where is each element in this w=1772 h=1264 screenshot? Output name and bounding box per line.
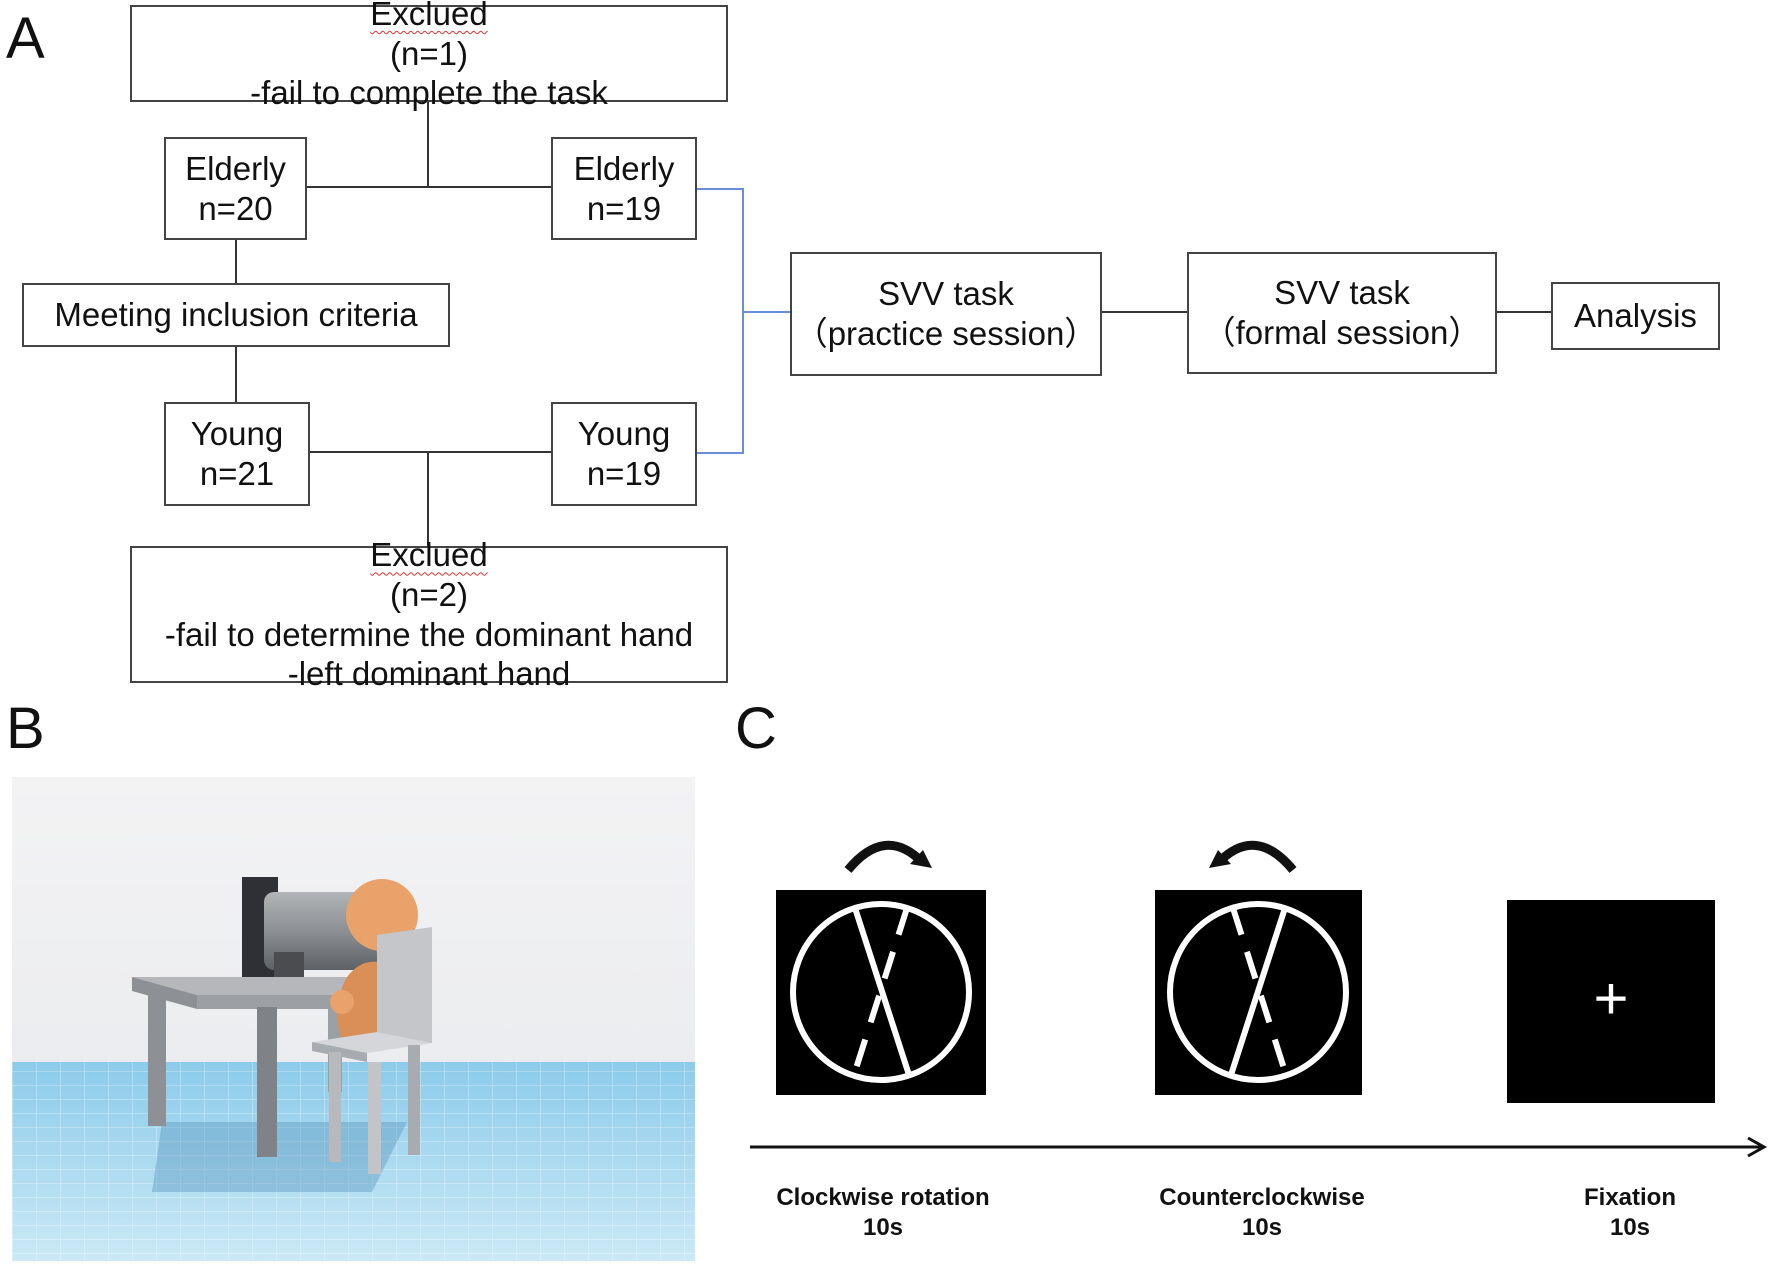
caption-fixation: Fixation 10s — [1500, 1183, 1760, 1243]
young-final-box: Young n=19 — [551, 402, 697, 506]
excluded-bottom-box: Exclued(n=2) -fail to determine the domi… — [130, 536, 728, 692]
elderly-final-n: n=19 — [586, 189, 662, 227]
analysis-box: Analysis — [1551, 282, 1720, 350]
svv-formal-title: SVV task — [1274, 274, 1410, 312]
caption-counterclockwise-label: Counterclockwise — [1159, 1184, 1365, 1211]
panel-label-a: A — [6, 6, 45, 71]
caption-clockwise-label: Clockwise rotation — [776, 1184, 990, 1211]
counterclockwise-arrow-icon — [1209, 841, 1297, 873]
fixation-cross: + — [1593, 965, 1628, 1032]
elderly-final-box: Elderly n=19 — [551, 137, 697, 240]
stimulus-clockwise — [776, 890, 986, 1095]
svv-practice-sub: （practice session） — [794, 315, 1098, 352]
excluded-bottom-count: (n=2) — [390, 575, 468, 613]
elderly-initial-n: n=20 — [198, 189, 273, 227]
excluded-bottom-reason-1: -fail to determine the dominant hand — [164, 615, 694, 653]
panel-label-b: B — [6, 696, 45, 761]
caption-fixation-label: Fixation — [1583, 1184, 1676, 1211]
elderly-initial-group: Elderly — [185, 149, 286, 187]
svv-formal-box: SVV task （formal session） — [1187, 252, 1497, 374]
svv-practice-box: SVV task （practice session） — [790, 252, 1102, 376]
elderly-final-group: Elderly — [573, 149, 675, 187]
young-final-group: Young — [577, 415, 671, 453]
inclusion-criteria-label: Meeting inclusion criteria — [54, 296, 418, 334]
excluded-bottom-heading: Exclued — [370, 536, 488, 574]
elderly-initial-box: Elderly n=20 — [164, 137, 307, 240]
young-initial-group: Young — [190, 415, 284, 453]
stimulus-timeline: + — [750, 841, 1768, 1158]
caption-clockwise-duration: 10s — [862, 1214, 904, 1241]
panel-label-c: C — [735, 696, 777, 761]
excluded-top-heading: Exclued — [370, 0, 488, 33]
analysis-label: Analysis — [1574, 297, 1697, 335]
excluded-top-reason: -fail to complete the task — [250, 74, 608, 112]
svv-practice-title: SVV task — [878, 275, 1014, 313]
clockwise-arrow-icon — [844, 841, 932, 873]
caption-fixation-duration: 10s — [1609, 1214, 1651, 1241]
inclusion-criteria-box: Meeting inclusion criteria — [22, 283, 450, 347]
stimulus-fixation: + — [1507, 900, 1715, 1103]
young-initial-n: n=21 — [199, 455, 275, 492]
young-initial-box: Young n=21 — [164, 402, 310, 506]
svv-formal-sub: （formal session） — [1202, 314, 1482, 351]
time-axis-arrow — [750, 1136, 1768, 1158]
experiment-setup-illustration — [12, 777, 695, 1261]
flowchart-connectors — [235, 102, 1551, 546]
caption-counterclockwise: Counterclockwise 10s — [1132, 1183, 1392, 1243]
excluded-bottom-reason-2: -left dominant hand — [287, 655, 571, 693]
stimulus-counterclockwise — [1155, 890, 1362, 1095]
caption-counterclockwise-duration: 10s — [1241, 1214, 1283, 1241]
caption-clockwise: Clockwise rotation 10s — [753, 1183, 1013, 1243]
excluded-top-count: (n=1) — [390, 34, 468, 72]
young-final-n: n=19 — [586, 455, 662, 492]
chair — [312, 927, 432, 1174]
excluded-top-box: Exclued(n=1) -fail to complete the task — [130, 0, 728, 111]
